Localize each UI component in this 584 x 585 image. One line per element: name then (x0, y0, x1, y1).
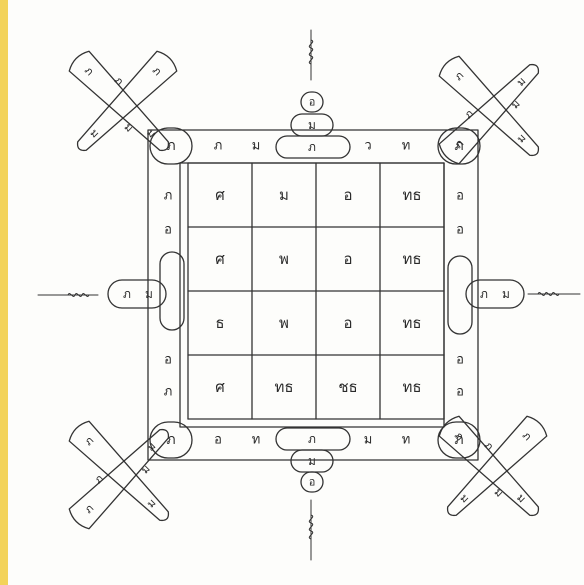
border-glyph: อ (456, 189, 464, 204)
grid-cell-glyph: ศ (215, 378, 225, 396)
grid-cell-glyph: ทธ (402, 186, 421, 204)
yantra-paper: ศมอทธศพอทธธพอทธศทธชธทธ ภ ภ ภ ภ อ ม ภ (8, 0, 584, 585)
border-glyph: ภ (164, 385, 173, 400)
border-glyph: ภ (214, 139, 223, 154)
grid-cell-glyph: ทธ (402, 314, 421, 332)
border-glyph: ท (252, 433, 261, 448)
petal-glyph: ภ (482, 439, 496, 453)
grid-cell-glyph: ธ (215, 314, 224, 332)
stupa-glyph: ภ (308, 432, 316, 446)
side-oval-right: ภ ม (448, 256, 580, 334)
border-glyph: ท (402, 139, 411, 154)
grid-cell-glyph: อ (343, 314, 352, 332)
grid-cell-glyph: พ (279, 314, 289, 332)
border-glyph: อ (456, 353, 464, 368)
border-glyph: ม (252, 139, 261, 154)
grid-cell-glyph: ศ (215, 186, 225, 204)
outer-frame (148, 130, 478, 460)
border-glyphs: ภมวทอทมทภออภออออ (164, 139, 464, 448)
petal-glyph: ภ (452, 69, 466, 83)
petal-glyph: ม (508, 97, 522, 111)
grid-cell-glyph: อ (343, 186, 352, 204)
petal-glyph: ภ (82, 434, 96, 448)
yantra-diagram: ศมอทธศพอทธธพอทธศทธชธทธ ภ ภ ภ ภ อ ม ภ (8, 0, 584, 585)
border-glyph: อ (456, 223, 464, 238)
petal-glyph: ภ (462, 107, 476, 121)
grid-cell-glyph: ศ (215, 250, 225, 268)
stupa-glyph: ภ (308, 140, 316, 154)
grid-cell-glyph: ชธ (338, 378, 357, 396)
border-glyph: อ (214, 433, 222, 448)
petal-glyph: ภ (82, 64, 96, 78)
border-glyph: ท (402, 433, 411, 448)
border-glyph: อ (456, 385, 464, 400)
grid-cell-glyph: ม (279, 186, 289, 204)
stupa-glyph: ม (308, 454, 316, 468)
border-glyph: อ (164, 353, 172, 368)
stupa-bottom: ภ ม อ (276, 428, 350, 560)
stupa-glyph: อ (309, 476, 316, 489)
petal-glyph: ภ (150, 64, 164, 78)
stupa-top: อ ม ภ (276, 30, 350, 158)
border-glyph: ว (364, 139, 371, 154)
side-glyph: ภ (123, 287, 131, 301)
grid-cell-glyph: อ (343, 250, 352, 268)
border-glyph: อ (164, 223, 172, 238)
petal-glyph: ม (491, 485, 505, 499)
petals: ภภภมมมภภภมมมภภภมมมภภภมมม (30, 12, 584, 566)
grid-cell-glyph: ทธ (402, 378, 421, 396)
petal-glyph: ภ (112, 74, 126, 88)
stupa-glyph: อ (309, 96, 316, 109)
side-glyph: ม (502, 287, 510, 301)
petal-glyph: ภ (520, 429, 534, 443)
border-glyph: ภ (164, 189, 173, 204)
stupa-glyph: ม (308, 118, 316, 132)
side-glyph: ภ (480, 287, 488, 301)
petal-glyph: ม (138, 462, 152, 476)
side-oval-left: ภ ม (38, 252, 184, 330)
petal-bottom-right: ภภภมมม (402, 377, 583, 558)
petal-glyph: ภ (82, 502, 96, 516)
petal-glyph: ม (121, 120, 135, 134)
grid-cell-glyph: ทธ (402, 250, 421, 268)
petal-top-left: ภภภมมม (32, 12, 213, 193)
magic-square-grid: ศมอทธศพอทธธพอทธศทธชธทธ (188, 163, 444, 419)
side-glyph: ม (145, 287, 153, 301)
petal-glyph: ภ (92, 472, 106, 486)
border-glyph: ม (364, 433, 373, 448)
grid-cell-glyph: ทธ (274, 378, 293, 396)
grid-cell-glyph: พ (279, 250, 289, 268)
